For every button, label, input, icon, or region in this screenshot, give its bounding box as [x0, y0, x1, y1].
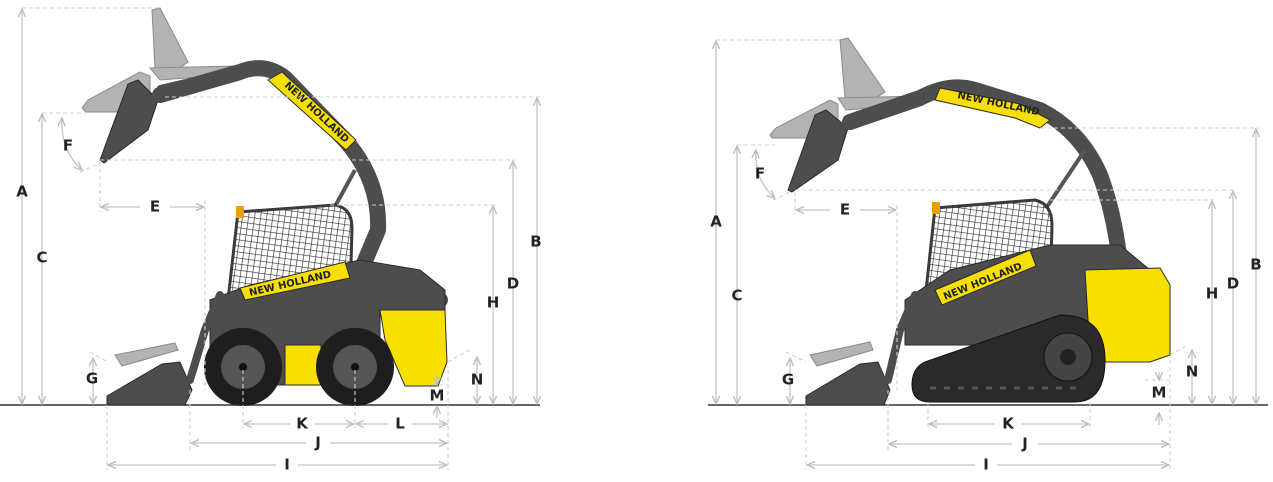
lowered-bucket — [805, 361, 891, 406]
dim-label-e: E — [150, 198, 160, 216]
dim-label-h: H — [487, 294, 500, 312]
rubber-track — [911, 314, 1106, 403]
dim-label-a: A — [16, 183, 28, 201]
dim-label-m: M — [430, 387, 445, 405]
dim-label-k: K — [1002, 415, 1015, 433]
dim-label-g: G — [782, 371, 794, 389]
rear-cover — [379, 309, 448, 387]
dim-label-i: I — [983, 456, 989, 474]
dim-label-b: B — [530, 233, 541, 251]
skid-steer-diagram: NEW HOLLAND NEW HOLLAND — [0, 7, 542, 474]
dim-label-n: N — [471, 371, 484, 389]
rear-wheel — [316, 328, 394, 406]
track-loader-diagram: NEW HOLLAND NEW HOLLAND — [708, 37, 1268, 474]
lift-arm — [842, 79, 1133, 283]
arm-decal — [267, 71, 357, 151]
dim-label-n: N — [1186, 363, 1199, 381]
front-wheel — [204, 328, 282, 406]
dim-label-d: D — [507, 275, 519, 293]
dim-label-i: I — [284, 456, 290, 474]
dim-label-b: B — [1250, 256, 1261, 274]
dimension-lines — [22, 7, 540, 470]
dim-label-a: A — [710, 213, 722, 231]
warning-light — [236, 206, 244, 218]
dim-label-l: L — [395, 415, 405, 433]
dim-label-d: D — [1227, 275, 1239, 293]
dim-label-h: H — [1206, 285, 1219, 303]
dim-label-m: M — [1152, 384, 1167, 402]
dim-label-c: C — [36, 249, 47, 267]
dim-label-j: J — [314, 434, 321, 452]
lift-arm — [152, 60, 448, 308]
lowered-bucket-ghost — [809, 341, 874, 367]
dim-label-e: E — [840, 201, 850, 219]
lowered-bucket — [106, 361, 193, 406]
dim-label-k: K — [296, 415, 309, 433]
dim-label-c: C — [731, 287, 742, 305]
dim-label-f: F — [63, 137, 73, 155]
arm-decal-text: NEW HOLLAND — [282, 80, 351, 145]
dimension-lines — [716, 39, 1259, 470]
loader-decal — [239, 261, 351, 301]
dim-label-g: G — [86, 370, 98, 388]
dim-label-f: F — [755, 165, 765, 183]
dimension-labels: A B C D E F G H I J K L M N — [16, 137, 542, 474]
dim-label-j: J — [1021, 435, 1028, 453]
lowered-bucket-ghost — [114, 342, 179, 367]
loader-decal — [934, 249, 1037, 306]
dimension-labels: A B C D E F G H I J K M N — [710, 165, 1262, 474]
side-panel — [284, 344, 322, 386]
warning-light — [932, 202, 940, 214]
